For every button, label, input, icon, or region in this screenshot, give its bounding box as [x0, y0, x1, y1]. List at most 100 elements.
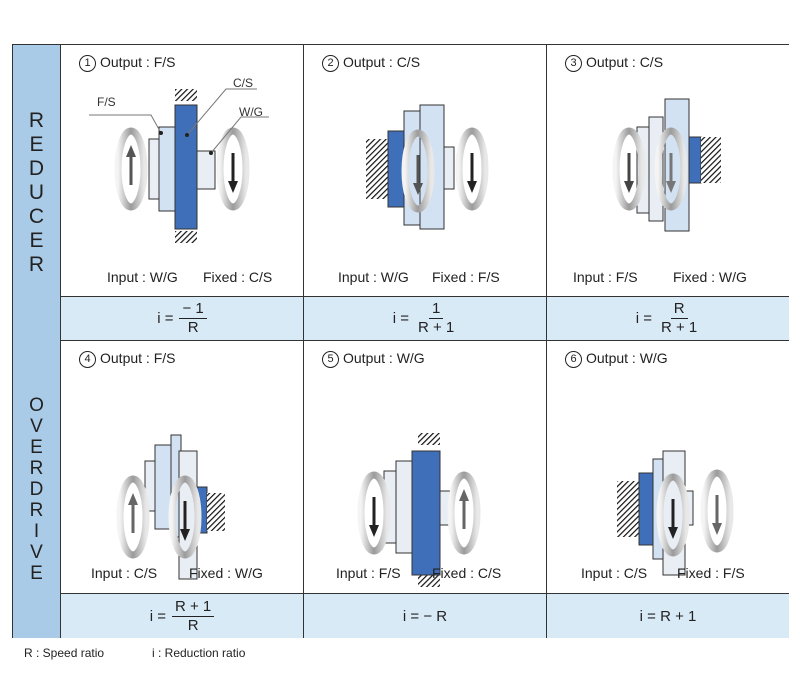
- config-diagram-2: [366, 104, 489, 230]
- flexspline: [395, 460, 413, 554]
- config-diagram-6: [617, 450, 734, 576]
- formula-5: i = − R: [304, 594, 547, 638]
- input-label: Input : C/S: [581, 565, 648, 581]
- rotation-ring: [654, 127, 688, 211]
- outer-ring: [178, 450, 198, 580]
- fixed-label: Fixed : F/S: [677, 565, 745, 581]
- footnote-reduction-ratio: i : Reduction ratio: [152, 646, 246, 660]
- rotation-ring: [455, 127, 489, 211]
- rotation-arrow-head: [459, 489, 469, 501]
- section-letter: R: [28, 109, 45, 132]
- fixed-label: Fixed : W/G: [673, 269, 747, 285]
- fixed-hatch: [617, 481, 639, 537]
- rotation-ring: [700, 469, 734, 553]
- section-letter: E: [30, 437, 43, 458]
- input-label: Input : F/S: [573, 269, 638, 285]
- section-letter: R: [29, 458, 44, 479]
- circular-spline: [174, 104, 198, 230]
- input-label: Input : F/S: [336, 565, 401, 581]
- rotation-arrow-head: [369, 525, 379, 537]
- rotation-ring: [116, 475, 150, 559]
- section-letter: E: [29, 229, 44, 252]
- fixed-label: Fixed : C/S: [203, 269, 273, 285]
- rotation-arrow-head: [180, 529, 190, 541]
- rotation-ring: [656, 473, 690, 557]
- flexspline: [158, 126, 176, 212]
- rotation-ring: [114, 127, 148, 211]
- fixed-hatch: [418, 575, 440, 587]
- section-letter: D: [29, 479, 44, 500]
- formula-6: i = R + 1: [547, 594, 789, 638]
- rotation-ring: [168, 475, 202, 559]
- rotation-arrow-head: [666, 181, 676, 193]
- rotation-ring: [401, 129, 435, 213]
- section-letter: R: [29, 500, 44, 521]
- wave-generator: [688, 136, 702, 184]
- section-letter: V: [30, 416, 43, 437]
- fixed-hatch: [701, 137, 721, 183]
- callout-line-fs: [89, 114, 162, 134]
- hub: [443, 146, 455, 190]
- rotation-arrow-head: [128, 493, 138, 505]
- section-letter: E: [30, 563, 43, 584]
- rotation-arrow-head: [624, 181, 634, 193]
- rotation-ring: [357, 471, 391, 555]
- input-label: Input : C/S: [91, 565, 158, 581]
- fixed-label: Fixed : W/G: [189, 565, 263, 581]
- fixed-label: Fixed : C/S: [432, 565, 502, 581]
- rotation-ring: [612, 127, 646, 211]
- fixed-hatch: [175, 231, 197, 243]
- rotation-arrow-head: [228, 181, 238, 193]
- section-letter: O: [29, 395, 44, 416]
- rotation-arrow-head: [712, 523, 722, 535]
- input-label: Input : W/G: [107, 269, 178, 285]
- config-diagram-3: [612, 98, 721, 232]
- callout-line-wg: [210, 116, 269, 154]
- callout-dot: [159, 131, 163, 135]
- callout-wg: W/G: [239, 105, 263, 119]
- section-letter: E: [29, 133, 44, 156]
- callout-line-cs: [186, 88, 257, 136]
- config-diagram-1: [89, 88, 269, 243]
- flexspline-hub: [148, 138, 160, 200]
- rotation-ring: [216, 127, 250, 211]
- section-letter: U: [28, 181, 45, 204]
- fixed-hatch: [418, 433, 440, 445]
- config-diagram-5: [357, 433, 481, 587]
- circular-spline: [411, 450, 441, 576]
- input-label: Input : W/G: [338, 269, 409, 285]
- fixed-hatch: [175, 89, 197, 101]
- callout-cs: C/S: [233, 76, 254, 90]
- section-letter: I: [33, 521, 40, 542]
- config-diagram-4: [116, 434, 225, 580]
- footnote-speed-ratio: R : Speed ratio: [24, 646, 105, 660]
- wave-generator: [196, 150, 216, 190]
- rotation-arrow-head: [126, 145, 136, 157]
- rotation-arrow-head: [413, 183, 423, 195]
- fixed-hatch: [207, 493, 225, 531]
- callout-fs: F/S: [97, 95, 116, 109]
- wave-generator: [638, 472, 654, 546]
- section-letter: R: [28, 253, 45, 276]
- callout-dot: [185, 133, 189, 137]
- fixed-label: Fixed : F/S: [432, 269, 500, 285]
- rotation-arrow-head: [467, 181, 477, 193]
- fixed-hatch: [366, 139, 388, 199]
